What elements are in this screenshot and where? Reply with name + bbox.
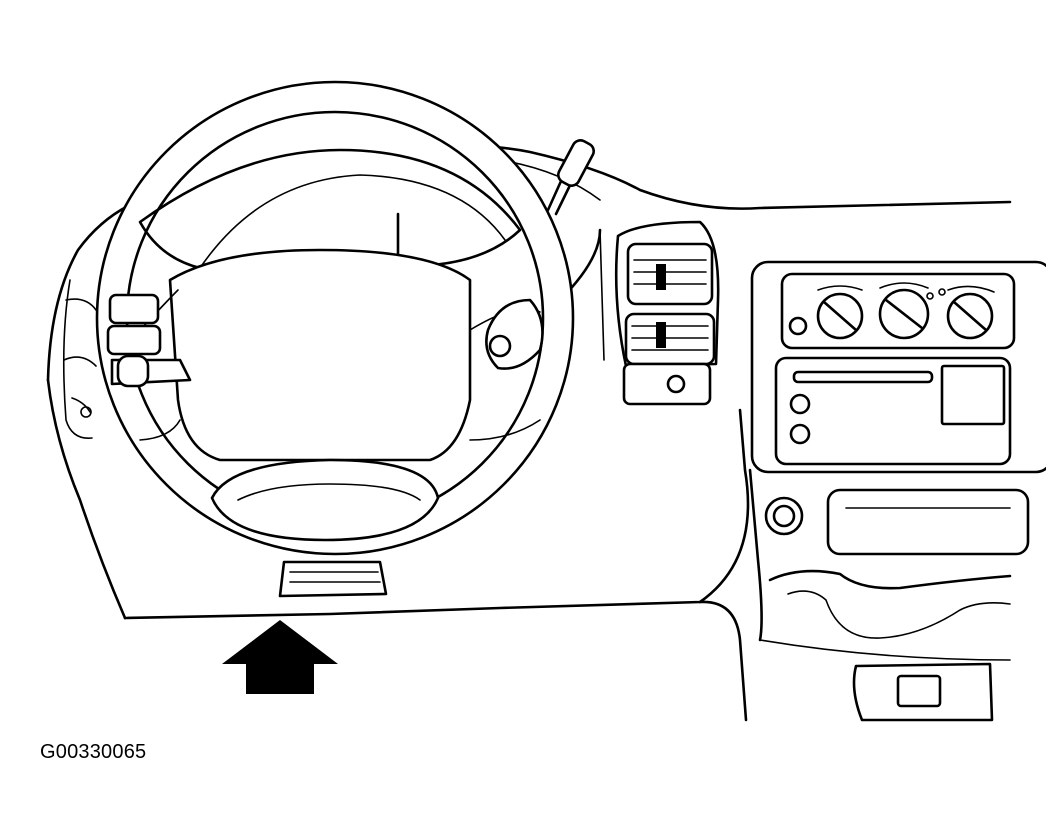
lower-console xyxy=(748,468,1030,722)
radio-unit xyxy=(774,356,1012,466)
turn-signal-stalk xyxy=(546,139,595,216)
up-arrow-icon xyxy=(222,620,338,694)
steering-column xyxy=(278,560,388,598)
figure-code: G00330065 xyxy=(40,741,147,763)
steering-wheel xyxy=(95,80,575,556)
center-vents xyxy=(614,220,720,406)
dashboard-panel xyxy=(46,203,750,722)
